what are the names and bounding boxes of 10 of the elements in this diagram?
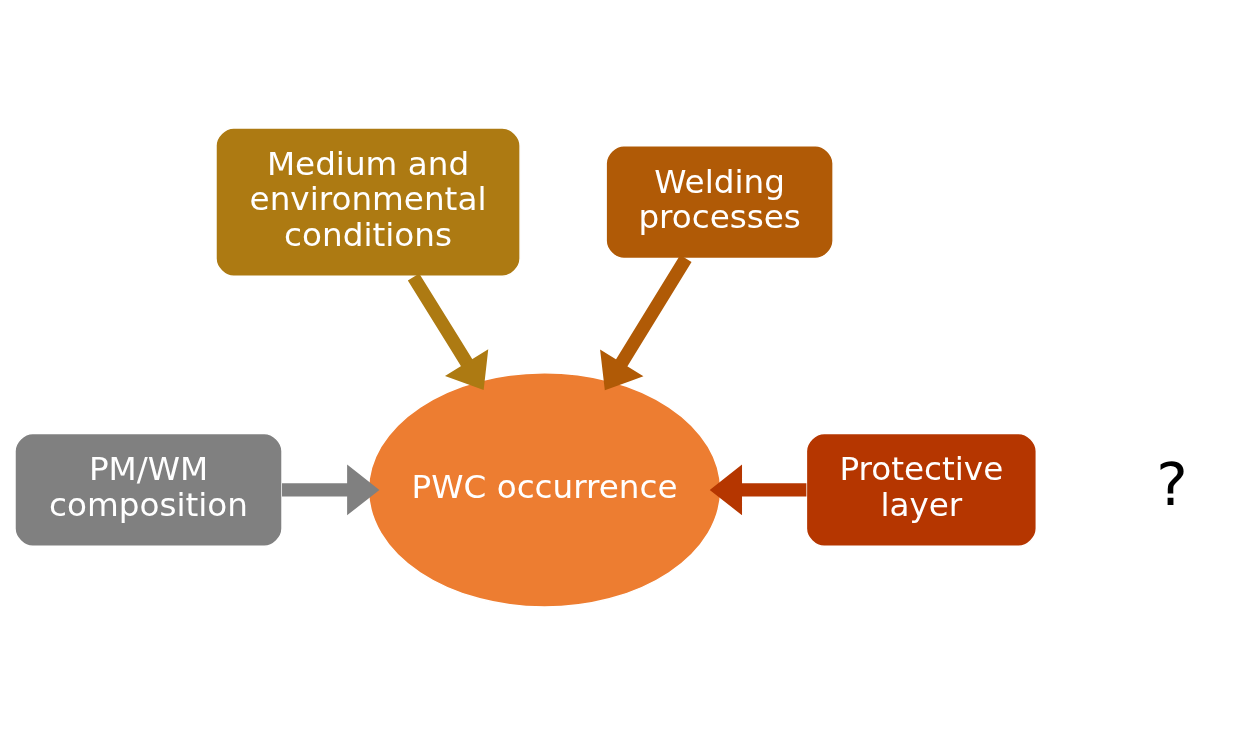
arrow [600, 254, 692, 390]
node-box: Welding processes [605, 144, 834, 259]
arrow [709, 463, 807, 515]
arrow [282, 463, 380, 515]
node-box: Protective layer [805, 432, 1038, 547]
node-ellipse: PWC occurrence [367, 371, 722, 608]
arrow [407, 272, 489, 390]
node-box: PM/WM composition [14, 432, 283, 547]
node-label: ? [1156, 449, 1188, 519]
node-box: Medium and environmental conditions [215, 126, 521, 277]
